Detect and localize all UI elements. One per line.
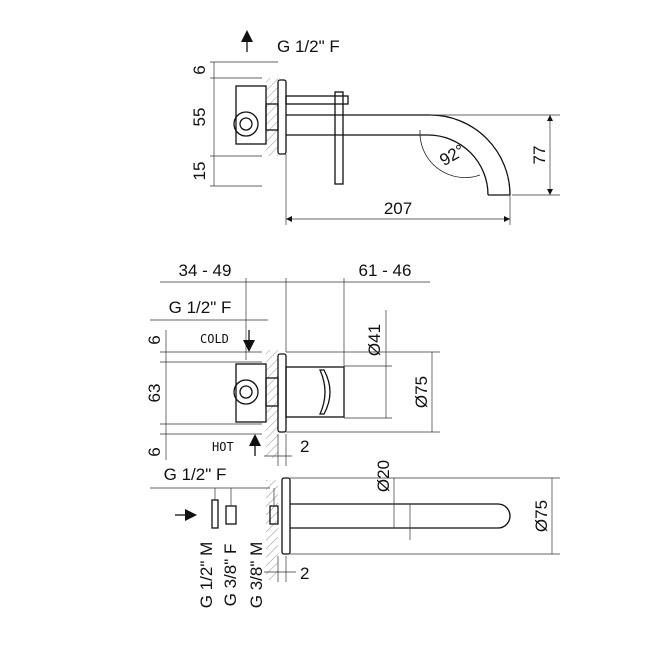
length-207: 207 bbox=[384, 199, 412, 218]
wall-plate-side bbox=[277, 79, 287, 155]
fitting-label-3: G 3/8" M bbox=[247, 542, 266, 609]
hot-label: HOT bbox=[212, 440, 234, 454]
dim-6-bottom: 6 bbox=[145, 447, 164, 456]
fitting-label-2: G 3/8" F bbox=[221, 544, 240, 607]
wall-hatch-spout bbox=[266, 480, 278, 580]
diam-41: Ø41 bbox=[365, 324, 384, 356]
height-77: 77 bbox=[530, 146, 549, 165]
inlet-thread-label: G 1/2" F bbox=[277, 37, 340, 56]
up-arrow-icon bbox=[241, 30, 253, 52]
dim-55-side: 55 bbox=[190, 108, 209, 127]
down-arrow-icon bbox=[243, 330, 255, 352]
up-arrow-icon-hot bbox=[249, 434, 261, 456]
handle-plan bbox=[285, 366, 345, 418]
dim-6-side: 6 bbox=[190, 65, 209, 74]
dim-63: 63 bbox=[145, 384, 164, 403]
dim-6-top: 6 bbox=[145, 335, 164, 344]
diam-20: Ø20 bbox=[374, 460, 393, 492]
angle-label: 92° bbox=[436, 141, 468, 170]
dim-15-side: 15 bbox=[190, 162, 209, 181]
plan-view: 34 - 49 61 - 46 G 1/2" F COLD HOT 6 63 6 bbox=[145, 261, 440, 466]
top-thread-label: G 1/2" F bbox=[169, 298, 232, 317]
gap-2-spout: 2 bbox=[300, 564, 309, 583]
fitting-ring bbox=[211, 499, 219, 529]
wall-plate-plan bbox=[277, 353, 287, 433]
wall-hatch-plan bbox=[266, 350, 278, 458]
fitting-nut bbox=[225, 505, 237, 525]
gap-2-plan: 2 bbox=[300, 437, 309, 456]
side-view: G 1/2" F 6 55 15 92° 77 bbox=[190, 30, 560, 225]
bottom-thread-label: G 1/2" F bbox=[164, 465, 227, 484]
diam-75-spout: Ø75 bbox=[532, 500, 551, 532]
dim-34-49: 34 - 49 bbox=[179, 261, 232, 280]
right-arrow-icon bbox=[175, 509, 197, 521]
spout-pipe bbox=[290, 503, 511, 529]
spout-outer bbox=[286, 114, 511, 196]
spout-view: G 1/2" F Ø20 Ø75 2 G 1/2" bbox=[150, 460, 560, 608]
wall-hatch-side bbox=[266, 78, 278, 156]
diam-75-plan: Ø75 bbox=[412, 376, 431, 408]
cold-label: COLD bbox=[200, 332, 229, 346]
wall-plate-spout bbox=[281, 477, 291, 555]
inlet-connector-side bbox=[233, 111, 259, 137]
dim-61-46: 61 - 46 bbox=[359, 261, 412, 280]
fitting-label-1: G 1/2" M bbox=[197, 542, 216, 609]
lever-side bbox=[334, 91, 344, 185]
handle-side bbox=[285, 95, 349, 105]
